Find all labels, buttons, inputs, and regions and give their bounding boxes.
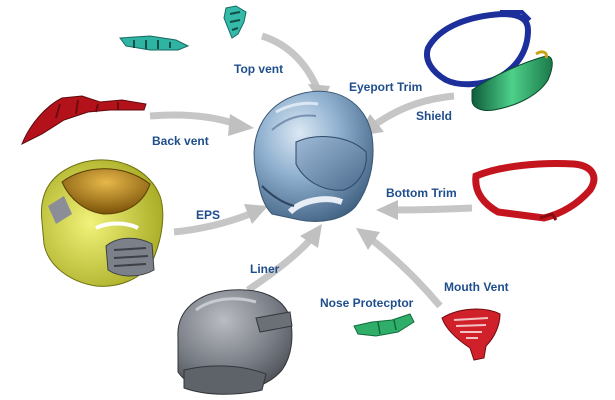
- arrow-eps: [173, 210, 252, 236]
- arrow-liner-head: [300, 224, 322, 248]
- eps-image: [40, 159, 164, 287]
- mouth-vent-image: [441, 308, 501, 361]
- label-back-vent: Back vent: [152, 134, 209, 148]
- label-bottom-trim: Bottom Trim: [386, 186, 457, 200]
- top-vent-image: [119, 5, 247, 51]
- label-eps: EPS: [196, 208, 221, 222]
- back-vent-image: [21, 95, 147, 146]
- connector-arrows: [149, 32, 473, 309]
- liner-image: [177, 289, 293, 395]
- label-liner: Liner: [250, 262, 280, 276]
- shield-image: [471, 50, 553, 111]
- helmet-assembly-image: [253, 90, 374, 222]
- arrow-bottom-trim-head: [376, 200, 398, 220]
- label-nose-protector: Nose Protecptor: [320, 296, 414, 310]
- label-mouth-vent: Mouth Vent: [444, 280, 509, 294]
- nose-protector-image: [353, 313, 415, 337]
- label-eyeport-trim: Eyeport Trim: [349, 80, 423, 94]
- arrow-back-vent-head: [228, 114, 254, 136]
- arrow-eps-head: [244, 204, 268, 224]
- arrow-liner: [246, 237, 313, 293]
- arrow-mouth-vent-head: [356, 228, 380, 250]
- arrow-back-vent: [149, 111, 238, 128]
- arrow-top-vent: [260, 32, 322, 92]
- label-shield: Shield: [416, 109, 453, 123]
- bottom-trim-image: [472, 160, 598, 222]
- arrow-bottom-trim: [393, 204, 473, 214]
- label-top-vent: Top vent: [234, 62, 284, 76]
- arrow-eyeport: [373, 92, 455, 127]
- eyeport-trim-image: [424, 10, 532, 88]
- arrow-mouth-vent: [369, 237, 443, 309]
